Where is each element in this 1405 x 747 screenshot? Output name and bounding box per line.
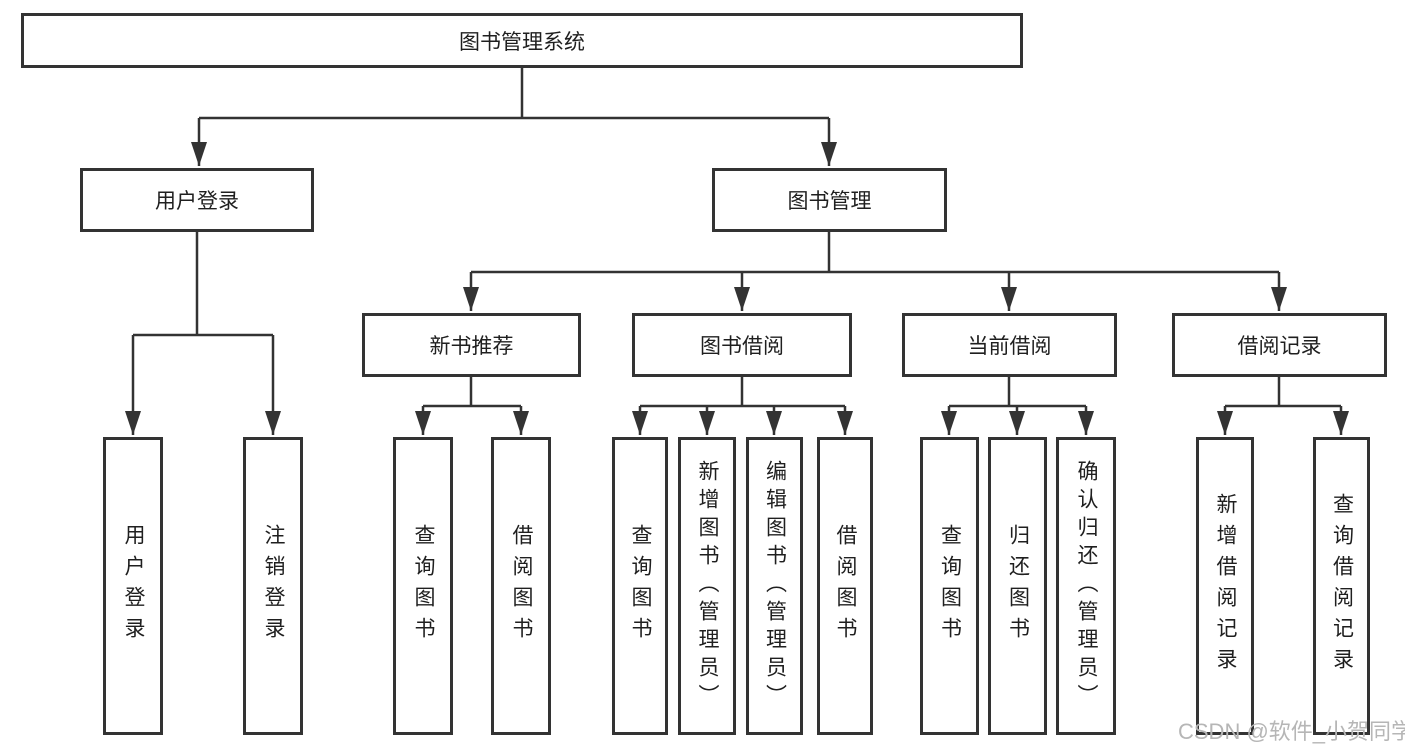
node-leaf-query-books: 查询图书 [612, 437, 668, 735]
node-new-book-recommend: 新书推荐 [362, 313, 581, 377]
node-label: 借阅图书 [834, 524, 857, 648]
node-label: 借阅记录 [1237, 335, 1322, 358]
node-label: 注销登录 [262, 524, 285, 648]
node-leaf-return-books: 归还图书 [988, 437, 1047, 735]
node-book-borrowing: 图书借阅 [632, 313, 852, 377]
node-leaf-add-books-admin: 新增图书（管理员） [678, 437, 736, 735]
node-label: 归还图书 [1006, 524, 1030, 648]
node-label: 当前借阅 [967, 335, 1052, 358]
node-label: 编辑图书（管理员） [763, 460, 787, 712]
node-label: 用户登录 [122, 524, 145, 648]
node-label: 图书管理系统 [459, 30, 585, 54]
node-book-management: 图书管理 [712, 168, 947, 232]
node-leaf-add-borrow-record: 新增借阅记录 [1196, 437, 1254, 735]
node-label: 新增借阅记录 [1214, 493, 1237, 679]
node-label: 查询借阅记录 [1330, 493, 1354, 679]
node-leaf-query-books: 查询图书 [920, 437, 979, 735]
node-label: 查询图书 [412, 524, 435, 648]
node-leaf-confirm-return-admin: 确认归还（管理员） [1056, 437, 1116, 735]
node-library-management-system: 图书管理系统 [21, 13, 1023, 68]
node-leaf-edit-books-admin: 编辑图书（管理员） [746, 437, 803, 735]
node-label: 查询图书 [938, 524, 962, 648]
node-leaf-borrow-books: 借阅图书 [491, 437, 551, 735]
node-label: 确认归还（管理员） [1075, 460, 1098, 712]
node-leaf-query-books: 查询图书 [393, 437, 453, 735]
watermark: CSDN @软件_小贺同学 [1178, 719, 1405, 744]
node-leaf-borrow-books: 借阅图书 [817, 437, 873, 735]
node-label: 新增图书（管理员） [696, 460, 719, 712]
node-label: 图书管理 [787, 190, 872, 213]
node-leaf-query-borrow-record: 查询借阅记录 [1313, 437, 1370, 735]
node-label: 借阅图书 [510, 524, 533, 648]
node-user-login: 用户登录 [80, 168, 314, 232]
node-borrowing-records: 借阅记录 [1172, 313, 1387, 377]
node-current-borrowing: 当前借阅 [902, 313, 1117, 377]
node-leaf-user-login: 用户登录 [103, 437, 163, 735]
node-label: 查询图书 [629, 524, 652, 648]
node-leaf-logout: 注销登录 [243, 437, 303, 735]
node-label: 新书推荐 [429, 335, 514, 358]
node-label: 用户登录 [155, 190, 239, 213]
node-label: 图书借阅 [700, 335, 784, 358]
